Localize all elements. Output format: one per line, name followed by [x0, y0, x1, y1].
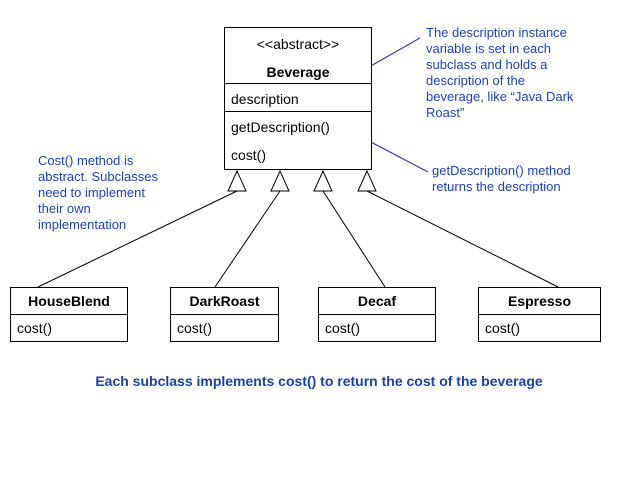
darkroast-methods-compartment: cost() [171, 315, 278, 341]
decaf-class-box: Decaf cost() [318, 287, 436, 342]
footer-caption: Each subclass implements cost() to retur… [95, 373, 543, 389]
espresso-methods-compartment: cost() [479, 315, 600, 341]
beverage-class-box: <<abstract>> Beverage description getDes… [224, 27, 372, 170]
beverage-name-compartment: <<abstract>> Beverage [225, 28, 371, 84]
houseblend-methods-compartment: cost() [11, 315, 127, 341]
inheritance-triangle-2 [270, 169, 290, 192]
beverage-attribute-description: description [231, 91, 299, 107]
description-note: The description instance variable is set… [426, 25, 574, 120]
darkroast-method-cost: cost() [177, 320, 212, 336]
getdescription-note: getDescription() method returns the desc… [432, 163, 571, 194]
inheritance-triangle-1 [227, 169, 247, 192]
inheritance-line-espresso [366, 190, 559, 288]
houseblend-class-name: HouseBlend [28, 293, 110, 309]
inheritance-triangle-4 [357, 169, 377, 192]
espresso-method-cost: cost() [485, 320, 520, 336]
beverage-method-cost: cost() [231, 147, 266, 163]
inheritance-triangle-3 [313, 169, 333, 192]
beverage-attributes-compartment: description [225, 84, 371, 112]
houseblend-method-cost: cost() [17, 320, 52, 336]
espresso-name-compartment: Espresso [479, 288, 600, 315]
houseblend-name-compartment: HouseBlend [11, 288, 127, 315]
beverage-stereotype: <<abstract>> [256, 36, 340, 52]
beverage-class-name: Beverage [266, 64, 330, 80]
houseblend-class-box: HouseBlend cost() [10, 287, 128, 342]
darkroast-class-box: DarkRoast cost() [170, 287, 279, 342]
beverage-method-getdescription: getDescription() [231, 119, 330, 135]
inheritance-line-darkroast [214, 190, 281, 288]
beverage-methods-compartment: getDescription() cost() [225, 112, 371, 169]
darkroast-name-compartment: DarkRoast [171, 288, 278, 315]
espresso-class-box: Espresso cost() [478, 287, 601, 342]
espresso-class-name: Espresso [507, 293, 572, 309]
decaf-methods-compartment: cost() [319, 315, 435, 341]
cost-note: Cost() method is abstract. Subclasses ne… [38, 153, 158, 232]
inheritance-line-decaf [322, 190, 386, 288]
inheritance-line-houseblend [37, 190, 238, 288]
decaf-class-name: Decaf [357, 293, 397, 309]
decaf-method-cost: cost() [325, 320, 360, 336]
decaf-name-compartment: Decaf [319, 288, 435, 315]
darkroast-class-name: DarkRoast [189, 293, 260, 309]
